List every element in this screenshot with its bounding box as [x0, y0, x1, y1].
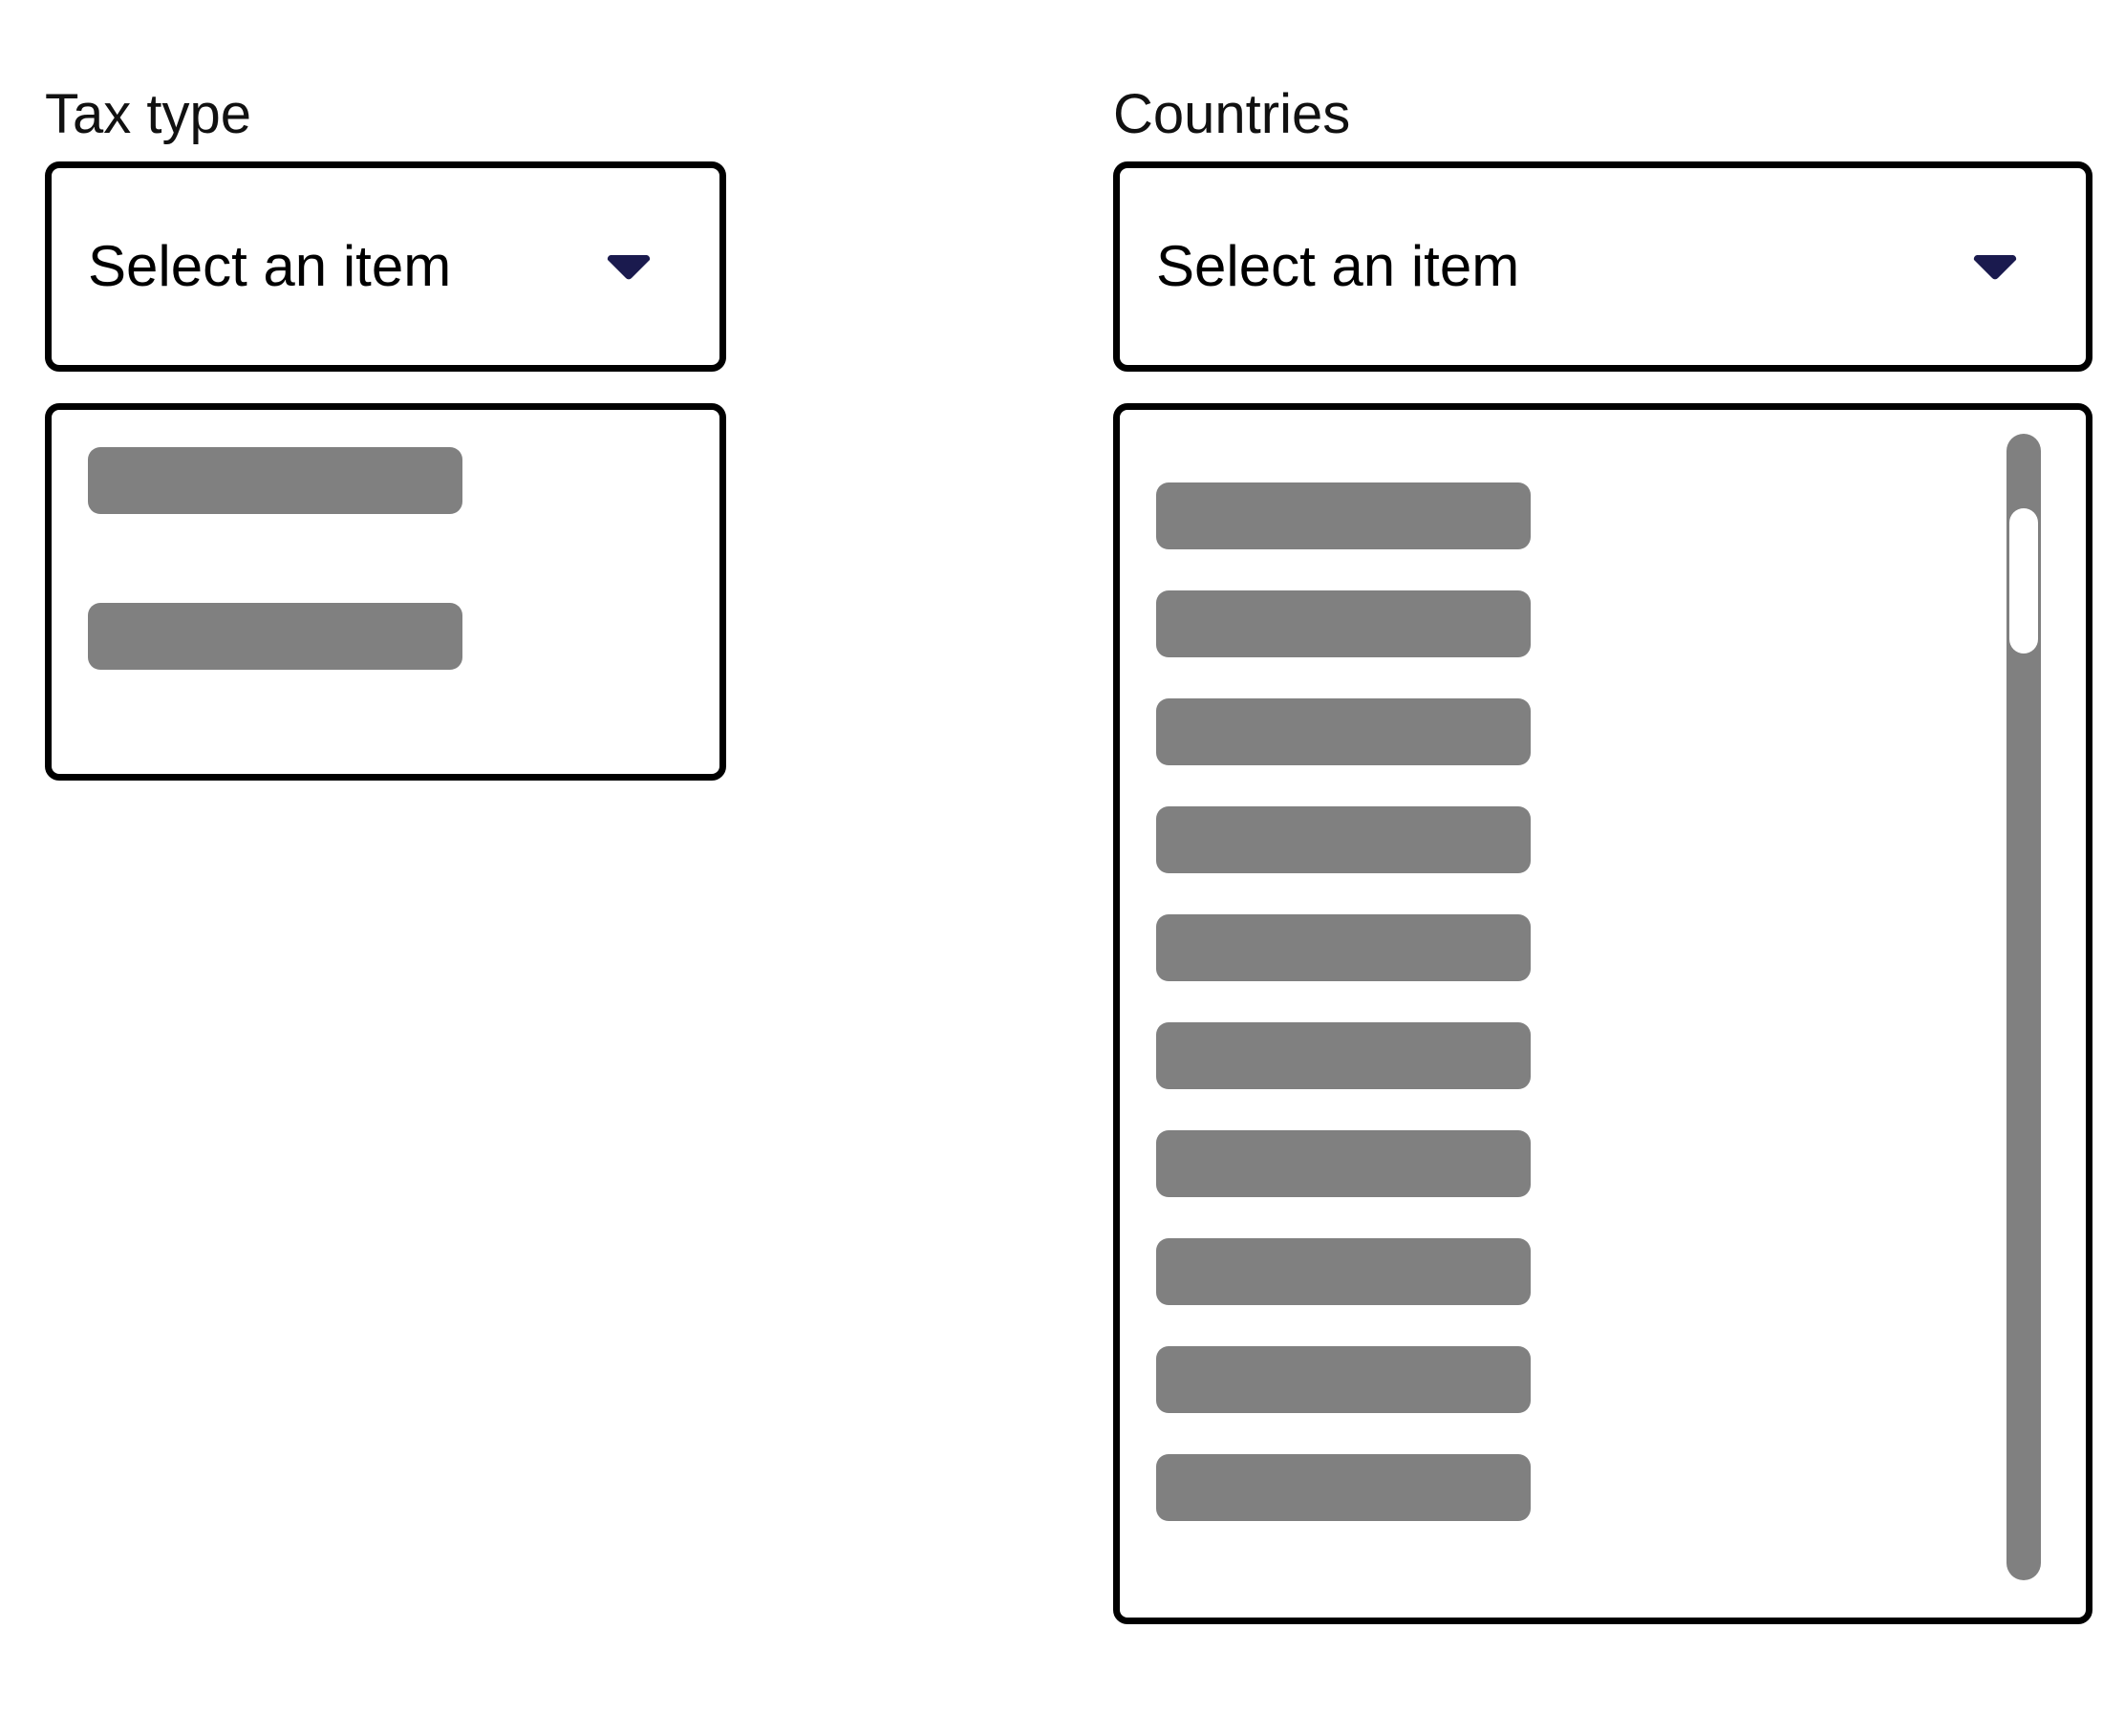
list-item[interactable]	[1156, 1453, 1531, 1521]
list-item[interactable]	[1156, 589, 1531, 657]
tax-type-label: Tax type	[45, 83, 251, 145]
chevron-down-icon[interactable]	[1973, 252, 2017, 281]
list-item[interactable]	[1156, 697, 1531, 765]
countries-select-value: Select an item	[1156, 233, 1520, 298]
list-item[interactable]	[1156, 1237, 1531, 1305]
list-item[interactable]	[1156, 1021, 1531, 1089]
list-item[interactable]	[1156, 805, 1531, 873]
tax-type-listbox[interactable]	[45, 402, 726, 781]
list-item[interactable]	[1156, 1129, 1531, 1197]
countries-field-group: Countries Select an item	[1113, 83, 2092, 1624]
tax-type-field-group: Tax type Select an item	[45, 83, 726, 781]
list-item[interactable]	[88, 446, 462, 514]
list-item[interactable]	[1156, 1345, 1531, 1413]
list-item[interactable]	[88, 602, 462, 670]
chevron-down-icon[interactable]	[607, 252, 651, 281]
tax-type-select[interactable]: Select an item	[45, 161, 726, 372]
list-item[interactable]	[1156, 913, 1531, 981]
countries-label: Countries	[1113, 83, 1351, 145]
tax-type-select-value: Select an item	[88, 233, 452, 298]
countries-listbox[interactable]	[1113, 402, 2092, 1624]
list-item[interactable]	[1156, 482, 1531, 549]
countries-scrollbar-thumb[interactable]	[2009, 507, 2038, 654]
countries-scrollbar[interactable]	[2006, 433, 2041, 1580]
countries-select[interactable]: Select an item	[1113, 161, 2092, 372]
